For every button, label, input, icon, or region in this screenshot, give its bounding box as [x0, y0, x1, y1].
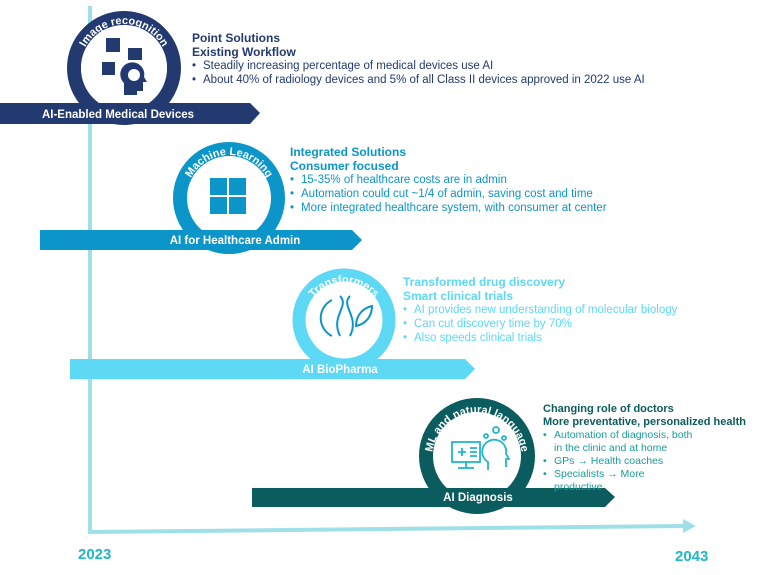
stage-2-subheading: Consumer focused	[290, 159, 399, 173]
start-year-label: 2023	[78, 546, 112, 563]
end-year-label: 2043	[675, 548, 709, 565]
stage-4-subheading: More preventative, personalized health	[543, 416, 746, 428]
puzzle-brain-head-icon	[102, 38, 147, 95]
stage-3-heading: Transformed drug discovery	[403, 275, 566, 289]
bullet: About 40% of radiology devices and 5% of…	[192, 73, 645, 87]
stage-3-description: Transformed drug discovery Smart clinica…	[403, 275, 677, 345]
dna-gear-leaf-icon	[319, 295, 374, 337]
bullet: Steadily increasing percentage of medica…	[192, 59, 645, 73]
band-label-1: AI-Enabled Medical Devices	[42, 109, 194, 121]
stage-1-description: Point Solutions Existing Workflow Steadi…	[192, 31, 645, 87]
band-arrow-2	[40, 230, 362, 250]
bullet: Can cut discovery time by 70%	[403, 317, 677, 331]
stage-1-graphic: Image recognition AI-Enabled Medical Dev…	[0, 11, 260, 125]
stage-2-heading: Integrated Solutions	[290, 145, 407, 159]
band-arrow-4	[252, 488, 615, 507]
puzzle-icon	[210, 178, 246, 214]
bullet: GPs → Health coaches	[543, 455, 693, 468]
band-label-2: AI for Healthcare Admin	[170, 235, 301, 247]
bullet: More integrated healthcare system, with …	[290, 201, 607, 215]
bullet: Automation could cut ~1/4 of admin, savi…	[290, 187, 607, 201]
stage-3-graphic: Transformers AI BioPharma	[70, 268, 475, 379]
band-label-4: AI Diagnosis	[443, 492, 513, 504]
monitor-ai-head-icon	[451, 426, 511, 470]
stage-4-description: Changing role of doctors More preventati…	[543, 403, 748, 494]
stage-1-heading: Point Solutions	[192, 31, 280, 45]
bullet: AI provides new understanding of molecul…	[403, 303, 677, 317]
stage-4-heading: Changing role of doctors	[543, 403, 674, 415]
stage-2-description: Integrated Solutions Consumer focused 15…	[290, 145, 607, 215]
bullet: Also speeds clinical trials	[403, 331, 677, 345]
band-arrow-1	[0, 103, 260, 124]
svg-text:ML and natural language: ML and natural language	[423, 404, 530, 453]
band-arrow-3	[70, 359, 475, 379]
bullet: Specialists → More productive	[543, 468, 693, 494]
stage-1-subheading: Existing Workflow	[192, 45, 296, 59]
stage-3-subheading: Smart clinical trials	[403, 289, 514, 303]
bullet: Automation of diagnosis, both in the cli…	[543, 429, 693, 455]
axis-arrowhead-icon	[683, 519, 696, 533]
band-label-3: AI BioPharma	[302, 364, 378, 376]
bullet: 15-35% of healthcare costs are in admin	[290, 173, 607, 187]
